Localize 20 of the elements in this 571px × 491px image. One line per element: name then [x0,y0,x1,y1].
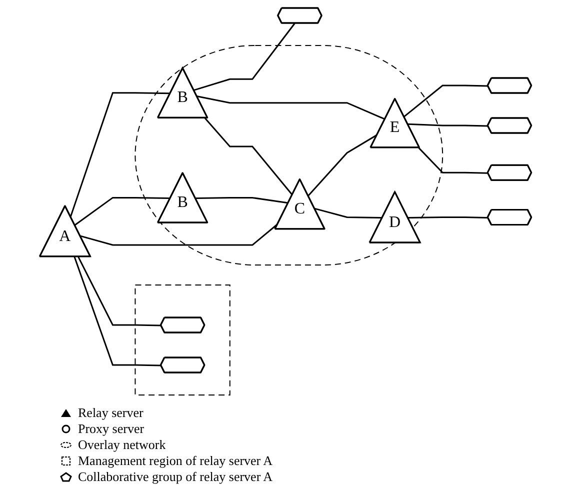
legend-label: Management region of relay server A [78,453,273,469]
connector [74,256,162,366]
connector [70,92,171,217]
connector [78,256,162,326]
connector [408,123,488,127]
cluster [134,284,230,396]
connector [404,84,488,118]
connector [204,118,294,196]
legend-label: Collaborative group of relay server A [78,469,273,485]
connector [314,208,383,218]
legend-label: Relay server [78,405,144,421]
connector [195,196,289,204]
connector [308,134,378,196]
connector [408,216,488,218]
connector [74,196,171,226]
connector [196,96,386,120]
legend-label: Overlay network [78,437,166,453]
legend-label: Proxy server [78,421,144,437]
connector [194,23,296,91]
connector [418,147,488,174]
